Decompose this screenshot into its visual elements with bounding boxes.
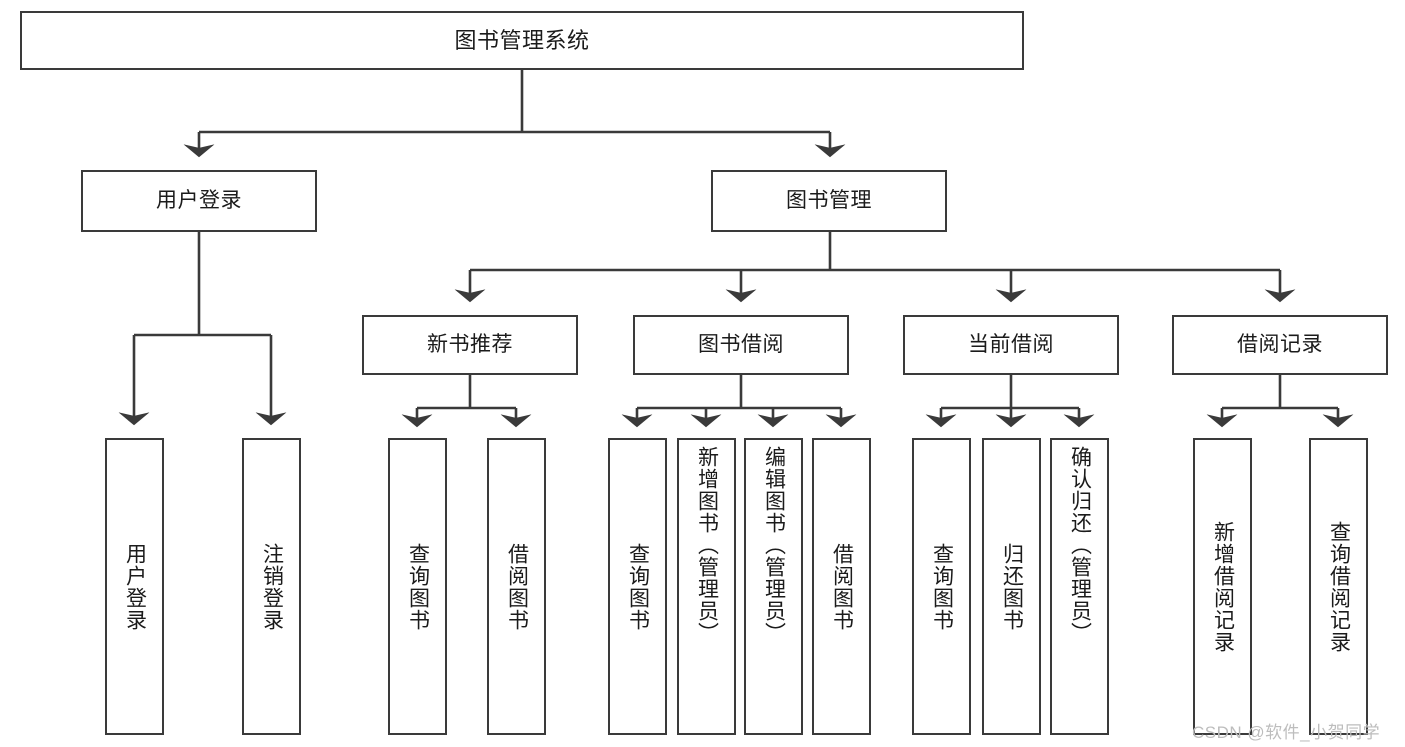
leaf-book-borrow-borrow-book[interactable]: 借阅图书 (812, 438, 871, 735)
leaf-new-book-query-book[interactable]: 查询图书 (388, 438, 447, 735)
node-label: 查询借阅记录 (1327, 520, 1351, 653)
leaf-current-borrow-confirm-return-admin[interactable]: 确认归还（管理员） (1050, 438, 1109, 735)
node-label: 借阅图书 (830, 542, 854, 631)
leaf-book-borrow-edit-book-admin[interactable]: 编辑图书（管理员） (744, 438, 803, 735)
node-label: 归还图书 (1000, 542, 1024, 631)
node-current-borrow[interactable]: 当前借阅 (903, 315, 1119, 375)
node-label: 确认归还（管理员） (1068, 446, 1092, 644)
node-label: 图书管理 (786, 188, 872, 212)
node-label: 新增借阅记录 (1211, 520, 1235, 653)
node-label: 注销登录 (260, 542, 284, 631)
node-label: 用户登录 (123, 542, 147, 631)
leaf-user-login-login[interactable]: 用户登录 (105, 438, 164, 735)
node-label: 新书推荐 (427, 332, 513, 356)
node-label: 借阅记录 (1237, 332, 1323, 356)
leaf-user-login-logout[interactable]: 注销登录 (242, 438, 301, 735)
node-label: 图书借阅 (698, 332, 784, 356)
node-book-management[interactable]: 图书管理 (711, 170, 947, 232)
csdn-watermark: CSDN @软件_小贺同学 (1192, 723, 1381, 742)
node-new-book-recommend[interactable]: 新书推荐 (362, 315, 578, 375)
node-label: 查询图书 (626, 542, 650, 631)
node-label: 查询图书 (930, 542, 954, 631)
node-user-login[interactable]: 用户登录 (81, 170, 317, 232)
leaf-borrow-record-query-record[interactable]: 查询借阅记录 (1309, 438, 1368, 735)
node-book-borrow[interactable]: 图书借阅 (633, 315, 849, 375)
node-label: 图书管理系统 (454, 27, 590, 53)
node-label: 编辑图书（管理员） (762, 446, 786, 644)
node-label: 用户登录 (156, 188, 242, 212)
leaf-current-borrow-query-book[interactable]: 查询图书 (912, 438, 971, 735)
leaf-new-book-borrow-book[interactable]: 借阅图书 (487, 438, 546, 735)
leaf-current-borrow-return-book[interactable]: 归还图书 (982, 438, 1041, 735)
node-root-book-management-system[interactable]: 图书管理系统 (20, 11, 1024, 70)
node-label: 当前借阅 (968, 332, 1054, 356)
node-borrow-record[interactable]: 借阅记录 (1172, 315, 1388, 375)
node-label: 新增图书（管理员） (695, 446, 719, 644)
node-label: 借阅图书 (505, 542, 529, 631)
leaf-borrow-record-add-record[interactable]: 新增借阅记录 (1193, 438, 1252, 735)
leaf-book-borrow-query-book[interactable]: 查询图书 (608, 438, 667, 735)
node-label: 查询图书 (406, 542, 430, 631)
leaf-book-borrow-add-book-admin[interactable]: 新增图书（管理员） (677, 438, 736, 735)
